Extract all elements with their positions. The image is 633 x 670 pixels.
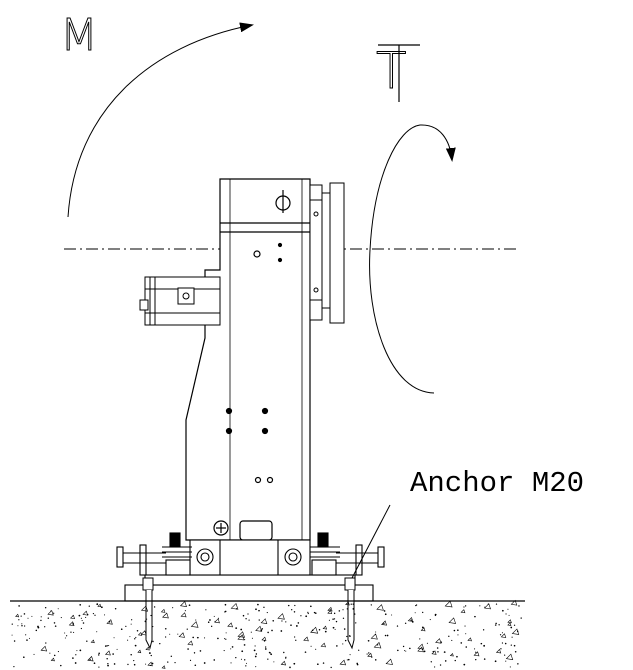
torque-label: T xyxy=(376,42,407,100)
anchor-bolts xyxy=(142,577,356,650)
base-plate xyxy=(116,532,385,602)
moment-arrow xyxy=(67,22,254,218)
faceplate xyxy=(309,182,345,324)
positioner-body xyxy=(185,178,311,541)
torque-glyph xyxy=(378,44,420,102)
torque-arrow xyxy=(369,124,456,394)
anchor-label: Anchor M20 xyxy=(410,467,584,500)
moment-label: M xyxy=(60,10,98,61)
concrete-ground xyxy=(11,599,522,669)
motor-housing xyxy=(139,276,221,326)
anchor-leader xyxy=(351,504,391,579)
